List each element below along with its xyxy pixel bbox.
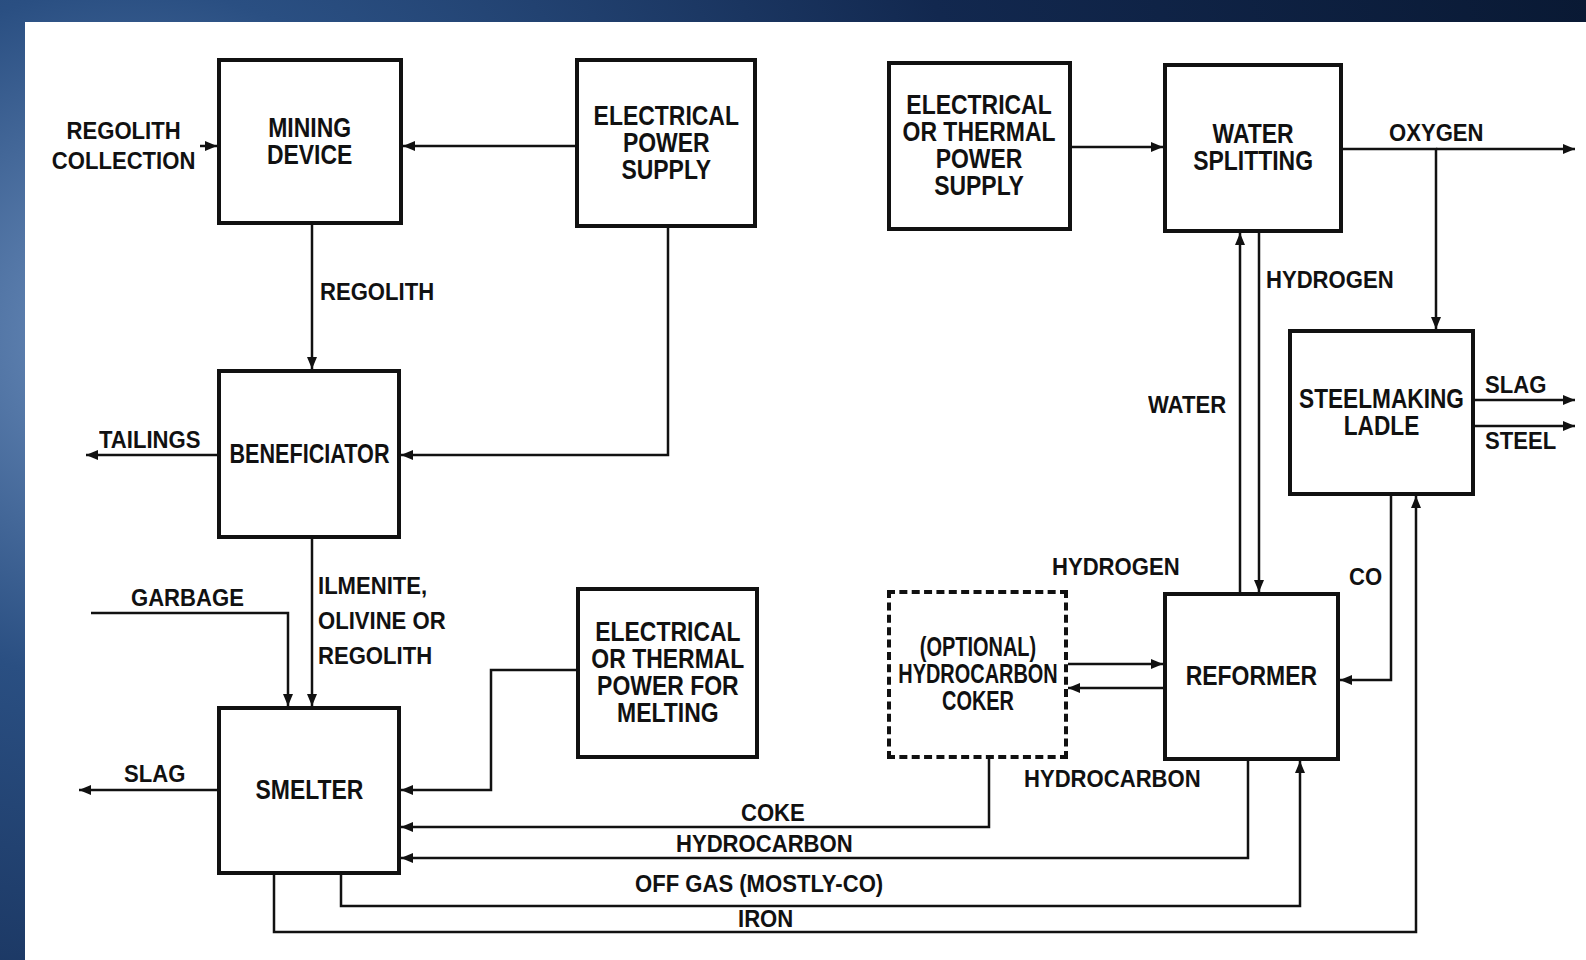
flow-arrow	[1475, 399, 1575, 402]
flow-arrow	[1475, 425, 1575, 428]
edge-label: ILMENITE, OLIVINE OR REGOLITH	[318, 568, 465, 673]
node-text: (OPTIONAL) HYDROCARBON COKER	[897, 634, 1058, 715]
edge-label: WATER	[1148, 394, 1226, 416]
flow-arrow	[200, 145, 217, 148]
node-text: ELECTRICAL OR THERMAL POWER FOR MELTING	[586, 619, 749, 727]
node-text: SMELTER	[227, 777, 391, 804]
flow-connector	[403, 145, 575, 148]
edge-label: COKE	[741, 802, 805, 824]
process-box: ELECTRICAL POWER SUPPLY	[575, 58, 757, 228]
edge-label: OFF GAS (MOSTLY-CO)	[635, 873, 883, 895]
node-text: BENEFICIATOR	[227, 441, 391, 468]
node-text: REFORMER	[1173, 663, 1330, 690]
flow-label: TAILINGS	[99, 429, 200, 451]
process-box: ELECTRICAL OR THERMAL POWER SUPPLY	[887, 61, 1072, 231]
process-box: REFORMER	[1163, 592, 1340, 761]
edge-label: REGOLITH	[320, 281, 434, 303]
process-box: SMELTER	[217, 706, 401, 875]
flow-arrow	[79, 789, 217, 792]
edge-label: HYDROGEN	[1266, 269, 1394, 291]
flow-arrow	[86, 454, 217, 457]
flow-label: STEEL	[1485, 430, 1556, 452]
process-box: STEELMAKING LADLE	[1288, 329, 1475, 496]
flow-label: REGOLITH COLLECTION	[50, 116, 197, 176]
flow-connector	[401, 670, 576, 790]
flow-connector	[1072, 146, 1163, 149]
optional-process-box: (OPTIONAL) HYDROCARBON COKER	[887, 590, 1068, 759]
flow-connector	[1258, 233, 1261, 592]
flow-connector	[311, 539, 314, 706]
process-box: ELECTRICAL OR THERMAL POWER FOR MELTING	[576, 587, 759, 759]
flow-arrow	[1436, 148, 1575, 151]
flow-connector	[401, 228, 668, 455]
flow-connector	[1068, 687, 1163, 690]
flow-label: OXYGEN	[1389, 122, 1483, 144]
edge-label: HYDROCARBON	[1024, 768, 1201, 790]
flow-connector	[401, 761, 1248, 858]
process-box: BENEFICIATOR	[217, 369, 401, 539]
flow-connector	[1068, 663, 1163, 666]
flow-connector	[1343, 149, 1436, 329]
flow-label: SLAG	[124, 763, 185, 785]
edge-label: CO	[1349, 566, 1382, 588]
flow-label: SLAG	[1485, 374, 1546, 396]
process-box: MINING DEVICE	[217, 58, 403, 225]
node-text: STEELMAKING LADLE	[1298, 386, 1465, 440]
flow-connector	[311, 225, 314, 369]
process-box: WATER SPLITTING	[1163, 63, 1343, 233]
flow-label: GARBAGE	[131, 587, 244, 609]
flow-arrow	[91, 613, 288, 706]
node-text: ELECTRICAL POWER SUPPLY	[585, 103, 747, 184]
edge-label: HYDROGEN	[1052, 556, 1180, 578]
flow-connector	[1340, 496, 1391, 680]
flow-connector	[1239, 233, 1242, 592]
flow-connector	[274, 496, 1416, 932]
flow-connector	[341, 761, 1300, 906]
edge-label: IRON	[738, 908, 793, 930]
node-text: MINING DEVICE	[227, 115, 393, 169]
node-text: WATER SPLITTING	[1173, 121, 1333, 175]
node-text: ELECTRICAL OR THERMAL POWER SUPPLY	[897, 92, 1062, 200]
edge-label: HYDROCARBON	[676, 833, 853, 855]
flow-connector	[401, 759, 989, 827]
